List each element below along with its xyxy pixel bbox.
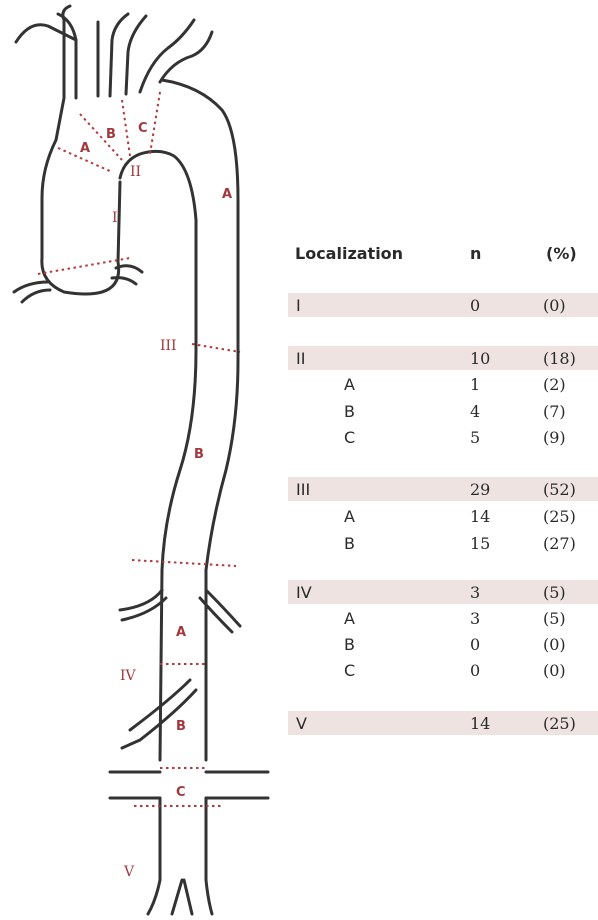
table-row-i: I 0 (0) [288, 293, 598, 317]
row-percent: (0) [543, 296, 566, 315]
infrarenal-walls [148, 798, 212, 914]
descending-left-wall [160, 255, 196, 760]
zone-label-v: V [123, 864, 135, 880]
row-n: 3 [470, 609, 480, 628]
row-n: 5 [470, 428, 480, 447]
row-percent: (7) [543, 402, 566, 421]
segment-labels: A B C A B A B C [80, 121, 232, 800]
ascending-left-wall [42, 20, 64, 258]
row-n: 0 [470, 635, 480, 654]
row-percent: (18) [543, 349, 576, 368]
row-percent: (5) [543, 609, 566, 628]
brachiocephalic-trunk [16, 6, 98, 98]
root-bulb [42, 182, 120, 294]
segment-label-ii-a: A [80, 141, 90, 156]
row-label: IV [296, 583, 312, 602]
row-n: 15 [470, 534, 490, 553]
row-percent: (0) [543, 661, 566, 680]
row-label: C [344, 661, 355, 680]
row-percent: (27) [543, 534, 576, 553]
row-label: I [296, 296, 301, 315]
table-row-ii-b: B 4 (7) [288, 399, 598, 423]
segment-label-iii-a: A [222, 187, 232, 202]
celiac-branch-left [120, 590, 166, 620]
table-row-v: V 14 (25) [288, 711, 598, 735]
row-label: A [344, 375, 355, 394]
zone-label-i: I [112, 210, 118, 226]
table-row-iii: III 29 (52) [288, 477, 598, 501]
renal-left [110, 772, 160, 798]
row-percent: (25) [543, 507, 576, 526]
row-label: II [296, 349, 305, 368]
row-percent: (9) [543, 428, 566, 447]
row-percent: (5) [543, 583, 566, 602]
table-row-iv: IV 3 (5) [288, 580, 598, 604]
left-carotid [110, 14, 146, 96]
row-label: B [344, 635, 355, 654]
row-label: B [344, 402, 355, 421]
zone-label-ii: II [130, 164, 141, 180]
row-n: 3 [470, 583, 480, 602]
row-label: B [344, 534, 355, 553]
table-row-ii-a: A 1 (2) [288, 372, 598, 396]
row-n: 4 [470, 402, 480, 421]
header-n: n [470, 244, 481, 263]
coronary-left [14, 282, 50, 302]
localization-table: Localization n (%) I 0 (0) II 10 (18) A … [288, 0, 598, 920]
table-row-iv-c: C 0 (0) [288, 658, 598, 682]
row-percent: (52) [543, 480, 576, 499]
table-row-iv-a: A 3 (5) [288, 606, 598, 630]
segment-label-ii-b: B [106, 127, 116, 142]
aorta-outline [14, 6, 268, 914]
zone-label-iii: III [160, 338, 177, 354]
table-row-iii-b: B 15 (27) [288, 531, 598, 555]
header-localization: Localization [295, 244, 403, 263]
row-percent: (25) [543, 714, 576, 733]
row-n: 1 [470, 375, 480, 394]
zone-boundaries [38, 92, 240, 806]
header-percent: (%) [546, 244, 577, 263]
zone-label-iv: IV [120, 668, 137, 684]
row-n: 0 [470, 296, 480, 315]
table-row-iv-b: B 0 (0) [288, 632, 598, 656]
aorta-diagram: I II III IV V A B C A B A B C [0, 0, 300, 920]
row-label: V [296, 714, 307, 733]
table-row-iii-a: A 14 (25) [288, 504, 598, 528]
segment-label-iii-b: B [194, 447, 204, 462]
row-percent: (2) [543, 375, 566, 394]
segment-label-iv-b: B [176, 719, 186, 734]
row-label: C [344, 428, 355, 447]
row-label: A [344, 609, 355, 628]
segment-label-ii-c: C [138, 121, 148, 136]
row-label: A [344, 507, 355, 526]
boundary-arch-end [150, 92, 160, 154]
left-subclavian [140, 20, 212, 92]
boundary-arch-c [122, 100, 130, 156]
row-n: 0 [470, 661, 480, 680]
row-n: 14 [470, 507, 490, 526]
row-percent: (0) [543, 635, 566, 654]
renal-right [206, 772, 268, 798]
segment-label-iv-a: A [176, 625, 186, 640]
row-label: III [296, 480, 310, 499]
row-n: 14 [470, 714, 490, 733]
table-row-ii-c: C 5 (9) [288, 425, 598, 449]
segment-label-iv-c: C [176, 785, 186, 800]
boundary-desc-mid [192, 344, 240, 352]
boundary-celiac [132, 560, 236, 566]
row-n: 29 [470, 480, 490, 499]
boundary-root [38, 258, 130, 274]
table-row-ii: II 10 (18) [288, 346, 598, 370]
row-n: 10 [470, 349, 490, 368]
